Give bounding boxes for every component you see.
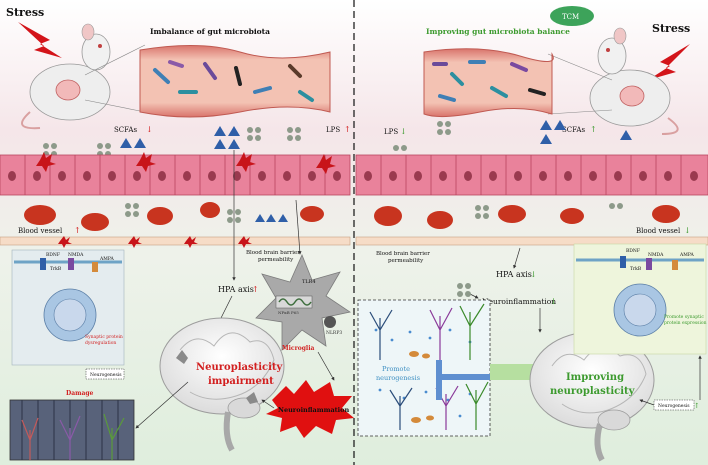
bacteria-right: [432, 60, 546, 102]
damage-label: Damage: [66, 390, 94, 397]
red-blood-cells-right: [374, 205, 680, 229]
bbb-label-left-1: Blood brain barrier: [246, 250, 300, 256]
dots-blood-left: [125, 203, 241, 223]
hpa-label-left: HPA axis: [218, 285, 254, 294]
hpa-label-right: HPA axis: [496, 270, 532, 279]
lightning-icon: [18, 22, 62, 58]
blood-vessel-wall-right: [355, 236, 708, 246]
damaged-tissue: [9, 399, 135, 461]
left-panel: Stress Imbalance of gut microbiota SCFAs: [0, 6, 354, 461]
gut-tube-left: [139, 44, 331, 118]
improving-label-1: Improving: [566, 372, 624, 383]
trkb-label-left: TrkB: [50, 266, 62, 272]
arrow-up-icon: ↑: [590, 125, 597, 134]
arrow-up-icon: ↑: [74, 226, 81, 235]
ampa-label-right: AMPA: [679, 252, 694, 258]
neurogenesis-label-left: Neurogenesis: [90, 372, 122, 378]
lps-label-right: LPS: [384, 128, 398, 136]
arrow-up-icon: ↑: [344, 125, 351, 134]
neurogenesis-box-left: [85, 368, 125, 380]
synaptic-label-left-2: dysregulation: [85, 340, 116, 346]
synaptic-label-left-1: Synaptic protein: [85, 334, 123, 340]
arrow-down-icon: ↓: [400, 127, 407, 136]
promote-neurogenesis-label-2: neurogenesis: [376, 374, 420, 382]
ampa-label-left: AMPA: [99, 256, 114, 262]
bacteria-left: [153, 60, 314, 102]
nfkb-label: NFκB P65: [278, 310, 299, 315]
stress-label-left: Stress: [6, 6, 44, 19]
neurogenesis-label-right: Neurogenesis: [658, 403, 690, 409]
stress-label-right: Stress: [652, 22, 690, 35]
right-panel: TCM Stress Improving gut microbiota bala…: [355, 6, 708, 462]
lightning-icon: [648, 44, 690, 80]
blood-vessel-label-left: Blood vessel: [18, 227, 63, 235]
microglia-label: Microglia: [282, 345, 314, 352]
nlrp3-icon: [324, 316, 336, 328]
scfas-label-left: SCFAs: [114, 126, 137, 134]
blood-vessel-label-right: Blood vessel: [636, 227, 681, 235]
molecules-right: [393, 120, 632, 151]
neuroinflammation-burst: [266, 380, 354, 438]
bdnf-label-left: BDNF: [46, 252, 60, 258]
neuroplasticity-label-left-1: Neuroplasticity: [196, 362, 284, 373]
arrow-down-icon: ↓: [530, 270, 537, 279]
gut-title-right: Improving gut microbiota balance: [426, 27, 570, 36]
bdnf-label-right: BDNF: [626, 248, 640, 254]
lps-label-left: LPS: [326, 126, 340, 134]
arrow-up-icon: ↑: [252, 285, 259, 294]
nmda-label-right: NMDA: [648, 252, 664, 258]
nlrp3-label: NLRP3: [326, 330, 342, 336]
bbb-label-left-2: permeability: [258, 257, 294, 263]
mouse-icon: [21, 23, 111, 130]
promote-neurogenesis-label-1: Promote: [382, 365, 410, 373]
brain-right: [529, 331, 655, 462]
improving-label-2: neuroplasticity: [550, 386, 636, 397]
arrow-down-icon: ↓: [550, 297, 557, 306]
scfas-label-right: SCFAs: [562, 126, 585, 134]
arrow-down-icon: ↓: [684, 226, 691, 235]
brain-left: [159, 317, 285, 452]
neuroinflammation-label-left: Neuroinflammation: [278, 406, 349, 414]
bbb-label-right-2: permeability: [388, 258, 424, 264]
epithelium-right: [355, 154, 708, 196]
neuroplasticity-label-left-2: impairment: [208, 376, 274, 387]
blood-vessel-wall-left: [0, 236, 351, 246]
dots-blood-right: [475, 203, 623, 219]
tcm-label: TCM: [562, 13, 579, 21]
tlr4-label: TLR4: [302, 279, 316, 285]
epithelium-left: [0, 152, 351, 196]
nmda-label-left: NMDA: [68, 252, 84, 258]
arrow-up-icon: ↑: [694, 402, 700, 410]
trkb-label-right: TrkB: [630, 266, 642, 272]
synaptic-label-right-1: Promote synaptic: [664, 314, 704, 320]
synaptic-label-right-2: protein expression: [664, 320, 707, 326]
gut-title-left: Imbalance of gut microbiota: [150, 27, 270, 36]
arrow-down-icon: ↓: [146, 125, 153, 134]
bbb-label-right-1: Blood brain barrier: [376, 251, 430, 257]
mouse-icon: [589, 27, 679, 135]
red-blood-cells-left: [24, 202, 324, 231]
tcm-badge: [550, 6, 594, 26]
neuroinflammation-label-right: Neuroinflammation: [482, 297, 556, 306]
